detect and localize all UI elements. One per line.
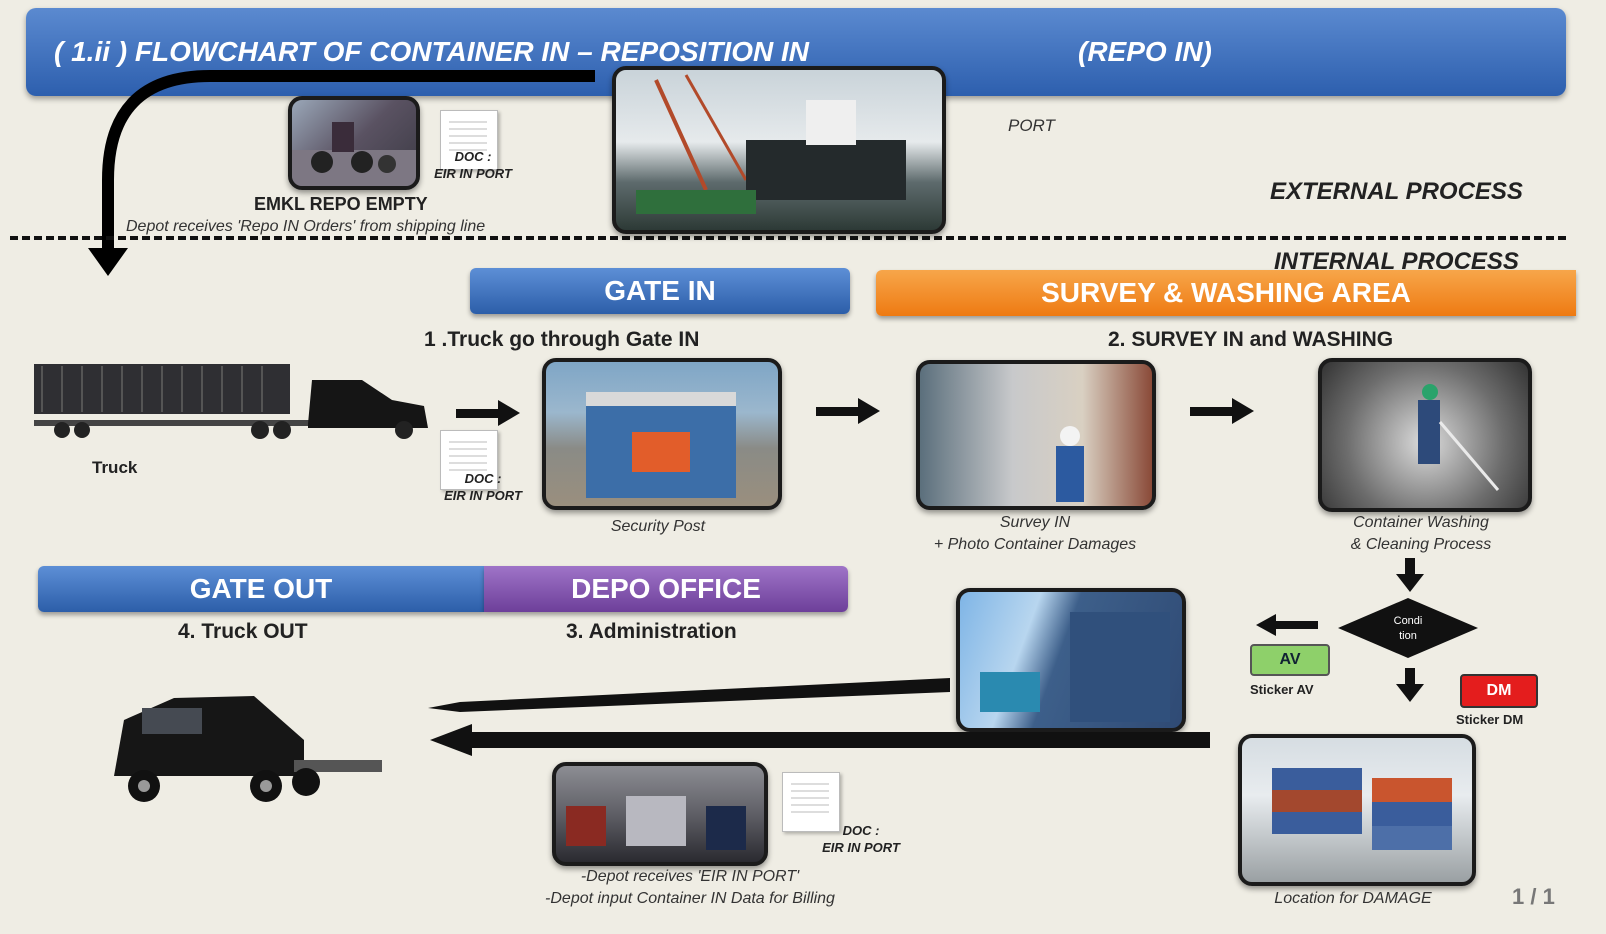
flow-arrow-curve: [88, 70, 595, 276]
ship-icon: [636, 74, 906, 214]
truck-label: Truck: [92, 458, 138, 477]
container-stack-icon: [1272, 768, 1452, 850]
security-post-photo: [542, 358, 782, 510]
dm-sticker: DM: [1460, 674, 1538, 708]
arrow-right-icon: [456, 400, 520, 426]
depo-office-caption: -Depot receives 'EIR IN PORT' -Depot inp…: [545, 868, 835, 907]
container-yard-photo: [956, 588, 1186, 732]
depo-office-bar: DEPO OFFICE: [484, 566, 848, 612]
emkl-title: EMKL REPO EMPTY: [254, 194, 428, 214]
damage-location-photo: [1238, 734, 1476, 886]
washing-photo: [1318, 358, 1532, 512]
doc-label-external: DOC : EIR IN PORT: [434, 149, 512, 181]
surveyor-icon: [1056, 426, 1084, 502]
doc-icon-external: [440, 110, 498, 170]
return-arrows: [428, 678, 1210, 756]
av-sticker: AV: [1250, 644, 1330, 676]
external-process-label: EXTERNAL PROCESS: [1270, 178, 1523, 205]
container-truck-icon: [34, 364, 428, 439]
office-icon: [566, 796, 746, 850]
doc-label-office: DOC : EIR IN PORT: [822, 823, 900, 855]
port-label: PORT: [1008, 116, 1055, 135]
gate-in-step: 1 .Truck go through Gate IN: [424, 328, 700, 351]
arrow-down-icon: [1396, 668, 1424, 702]
doc-icon-gate-in: [440, 430, 498, 490]
process-divider: [10, 236, 1566, 240]
page-title: ( 1.ii ) FLOWCHART OF CONTAINER IN – REP…: [54, 36, 809, 67]
arrow-right-icon: [1190, 398, 1254, 424]
depo-office-step: 3. Administration: [566, 620, 737, 643]
page-number: 1 / 1: [1512, 884, 1555, 909]
arrow-down-icon: [1396, 558, 1424, 592]
survey-caption: Survey IN + Photo Container Damages: [933, 514, 1137, 553]
damage-caption: Location for DAMAGE: [1274, 890, 1432, 907]
ship-photo: [612, 66, 946, 234]
security-post-caption: Security Post: [610, 518, 706, 535]
truck-out-icon: [114, 696, 382, 802]
survey-in-photo: [916, 360, 1156, 510]
survey-step: 2. SURVEY IN and WASHING: [1108, 328, 1394, 351]
survey-bar: SURVEY & WASHING AREA: [876, 270, 1576, 316]
arrow-left-icon: [1256, 614, 1318, 636]
gate-in-bar: GATE IN: [470, 268, 850, 314]
arrow-right-icon: [816, 398, 880, 424]
washer-icon: [1418, 384, 1500, 491]
emkl-photo: [288, 96, 420, 190]
dm-caption: Sticker DM: [1456, 712, 1524, 727]
gate-out-step: 4. Truck OUT: [178, 620, 308, 643]
washing-caption: Container Washing & Cleaning Process: [1350, 514, 1492, 553]
forklift-icon: [980, 612, 1170, 722]
page-title-suffix: (REPO IN): [1078, 36, 1212, 67]
motorbike-icon: [292, 122, 416, 186]
doc-icon-office: [782, 772, 840, 832]
condition-label: Condi tion: [1393, 615, 1423, 642]
condition-diamond: [1338, 598, 1478, 658]
av-caption: Sticker AV: [1250, 682, 1314, 697]
emkl-description: Depot receives 'Repo IN Orders' from shi…: [126, 218, 486, 235]
gate-out-bar: GATE OUT: [38, 566, 484, 612]
depo-office-photo: [552, 762, 768, 866]
doc-label-gate-in: DOC : EIR IN PORT: [444, 471, 522, 503]
building-icon: [586, 392, 736, 498]
